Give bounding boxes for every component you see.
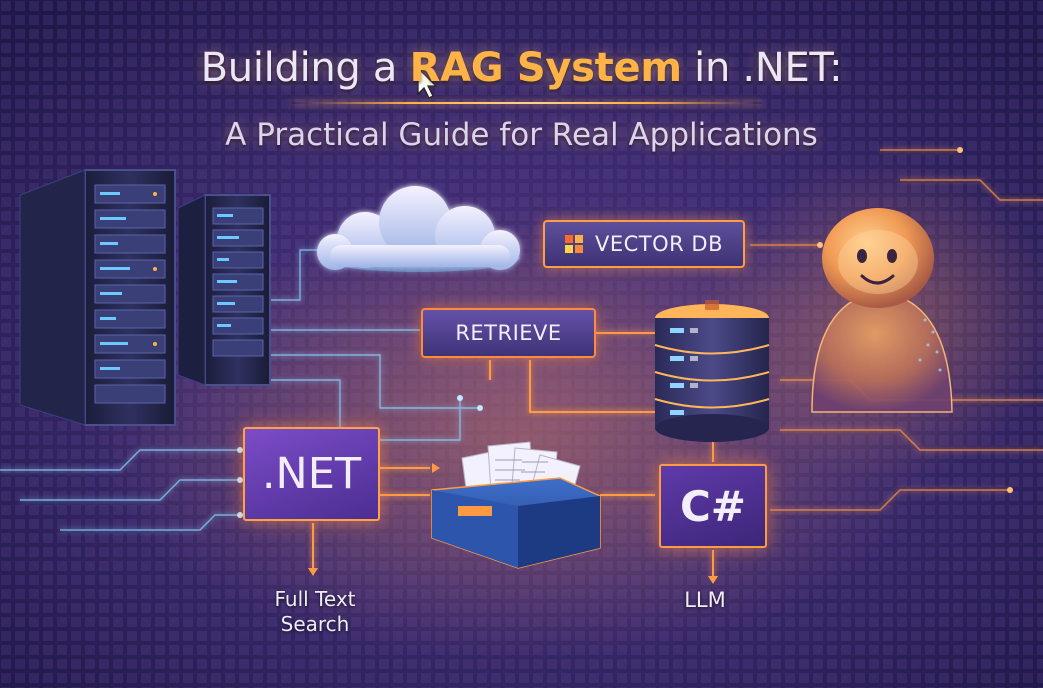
- full-text-search-line1: Full Text: [274, 587, 356, 611]
- llm-label: LLM: [684, 588, 726, 612]
- dotnet-label: .NET: [261, 449, 362, 499]
- title-highlight: RAG System: [409, 45, 682, 91]
- vector-db-node: VECTOR DB: [543, 220, 745, 268]
- database-stack-icon: [654, 300, 770, 442]
- dotnet-node: .NET: [243, 427, 380, 521]
- full-text-search-line2: Search: [280, 612, 350, 636]
- retrieve-label: RETRIEVE: [455, 321, 562, 345]
- robot-assistant-icon: [811, 208, 953, 413]
- mouse-cursor-icon: [417, 66, 438, 99]
- server-rack-icon: [177, 194, 271, 386]
- connectors: [312, 332, 714, 578]
- cloud-icon: [317, 186, 520, 272]
- csharp-label: C#: [679, 481, 746, 531]
- csharp-node: C#: [659, 464, 767, 548]
- title-underline: [292, 102, 762, 104]
- server-rack-icon: [19, 169, 176, 426]
- title-suffix: in .NET:: [681, 45, 843, 91]
- retrieve-node: RETRIEVE: [421, 308, 596, 358]
- full-text-search-label: Full Text Search: [240, 587, 390, 637]
- file-drawer-icon: [431, 441, 601, 569]
- title-prefix: Building a: [200, 45, 410, 91]
- page-subtitle: A Practical Guide for Real Applications: [225, 117, 818, 153]
- windows-logo-icon: [565, 235, 583, 253]
- vector-db-label: VECTOR DB: [595, 232, 723, 256]
- page-title: Building a RAG System in .NET:: [0, 45, 1043, 91]
